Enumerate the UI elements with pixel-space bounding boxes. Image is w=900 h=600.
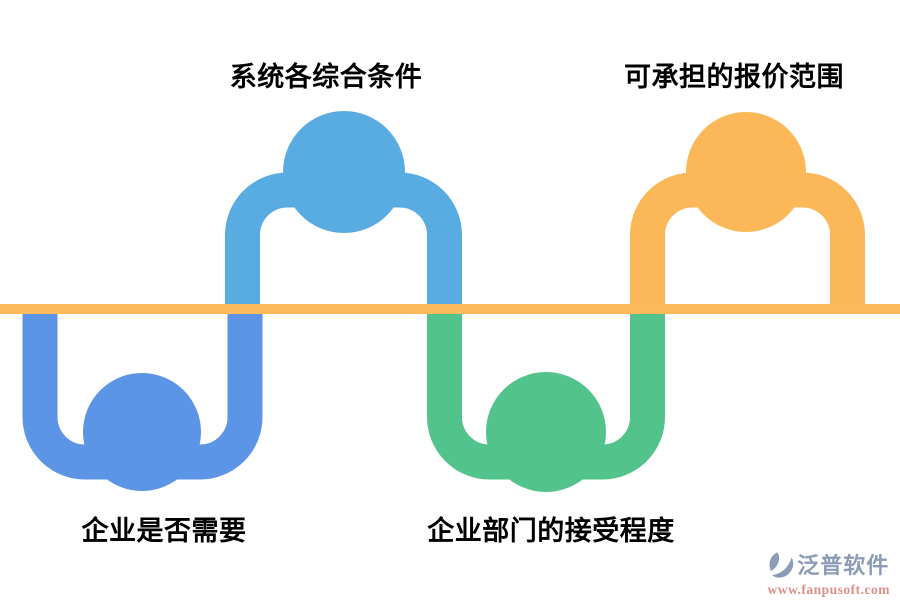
baseline bbox=[0, 304, 900, 314]
watermark: 泛普软件 www.fanpusoft.com bbox=[767, 551, 890, 597]
label-bottom-left: 企业是否需要 bbox=[81, 516, 247, 546]
node-circle-top-left bbox=[283, 111, 405, 233]
node-circle-top-right bbox=[686, 112, 806, 232]
node-circle-bottom-left bbox=[83, 373, 201, 491]
label-bottom-right: 企业部门的接受程度 bbox=[427, 516, 675, 546]
watermark-url-text: www.fanpusoft.com bbox=[767, 581, 890, 597]
node-circle-bottom-right bbox=[486, 372, 606, 492]
watermark-brand-text: 泛普软件 bbox=[797, 552, 890, 578]
fanpu-logo-icon bbox=[769, 552, 794, 578]
label-top-left: 系统各综合条件 bbox=[229, 62, 423, 92]
label-top-right: 可承担的报价范围 bbox=[624, 62, 844, 92]
